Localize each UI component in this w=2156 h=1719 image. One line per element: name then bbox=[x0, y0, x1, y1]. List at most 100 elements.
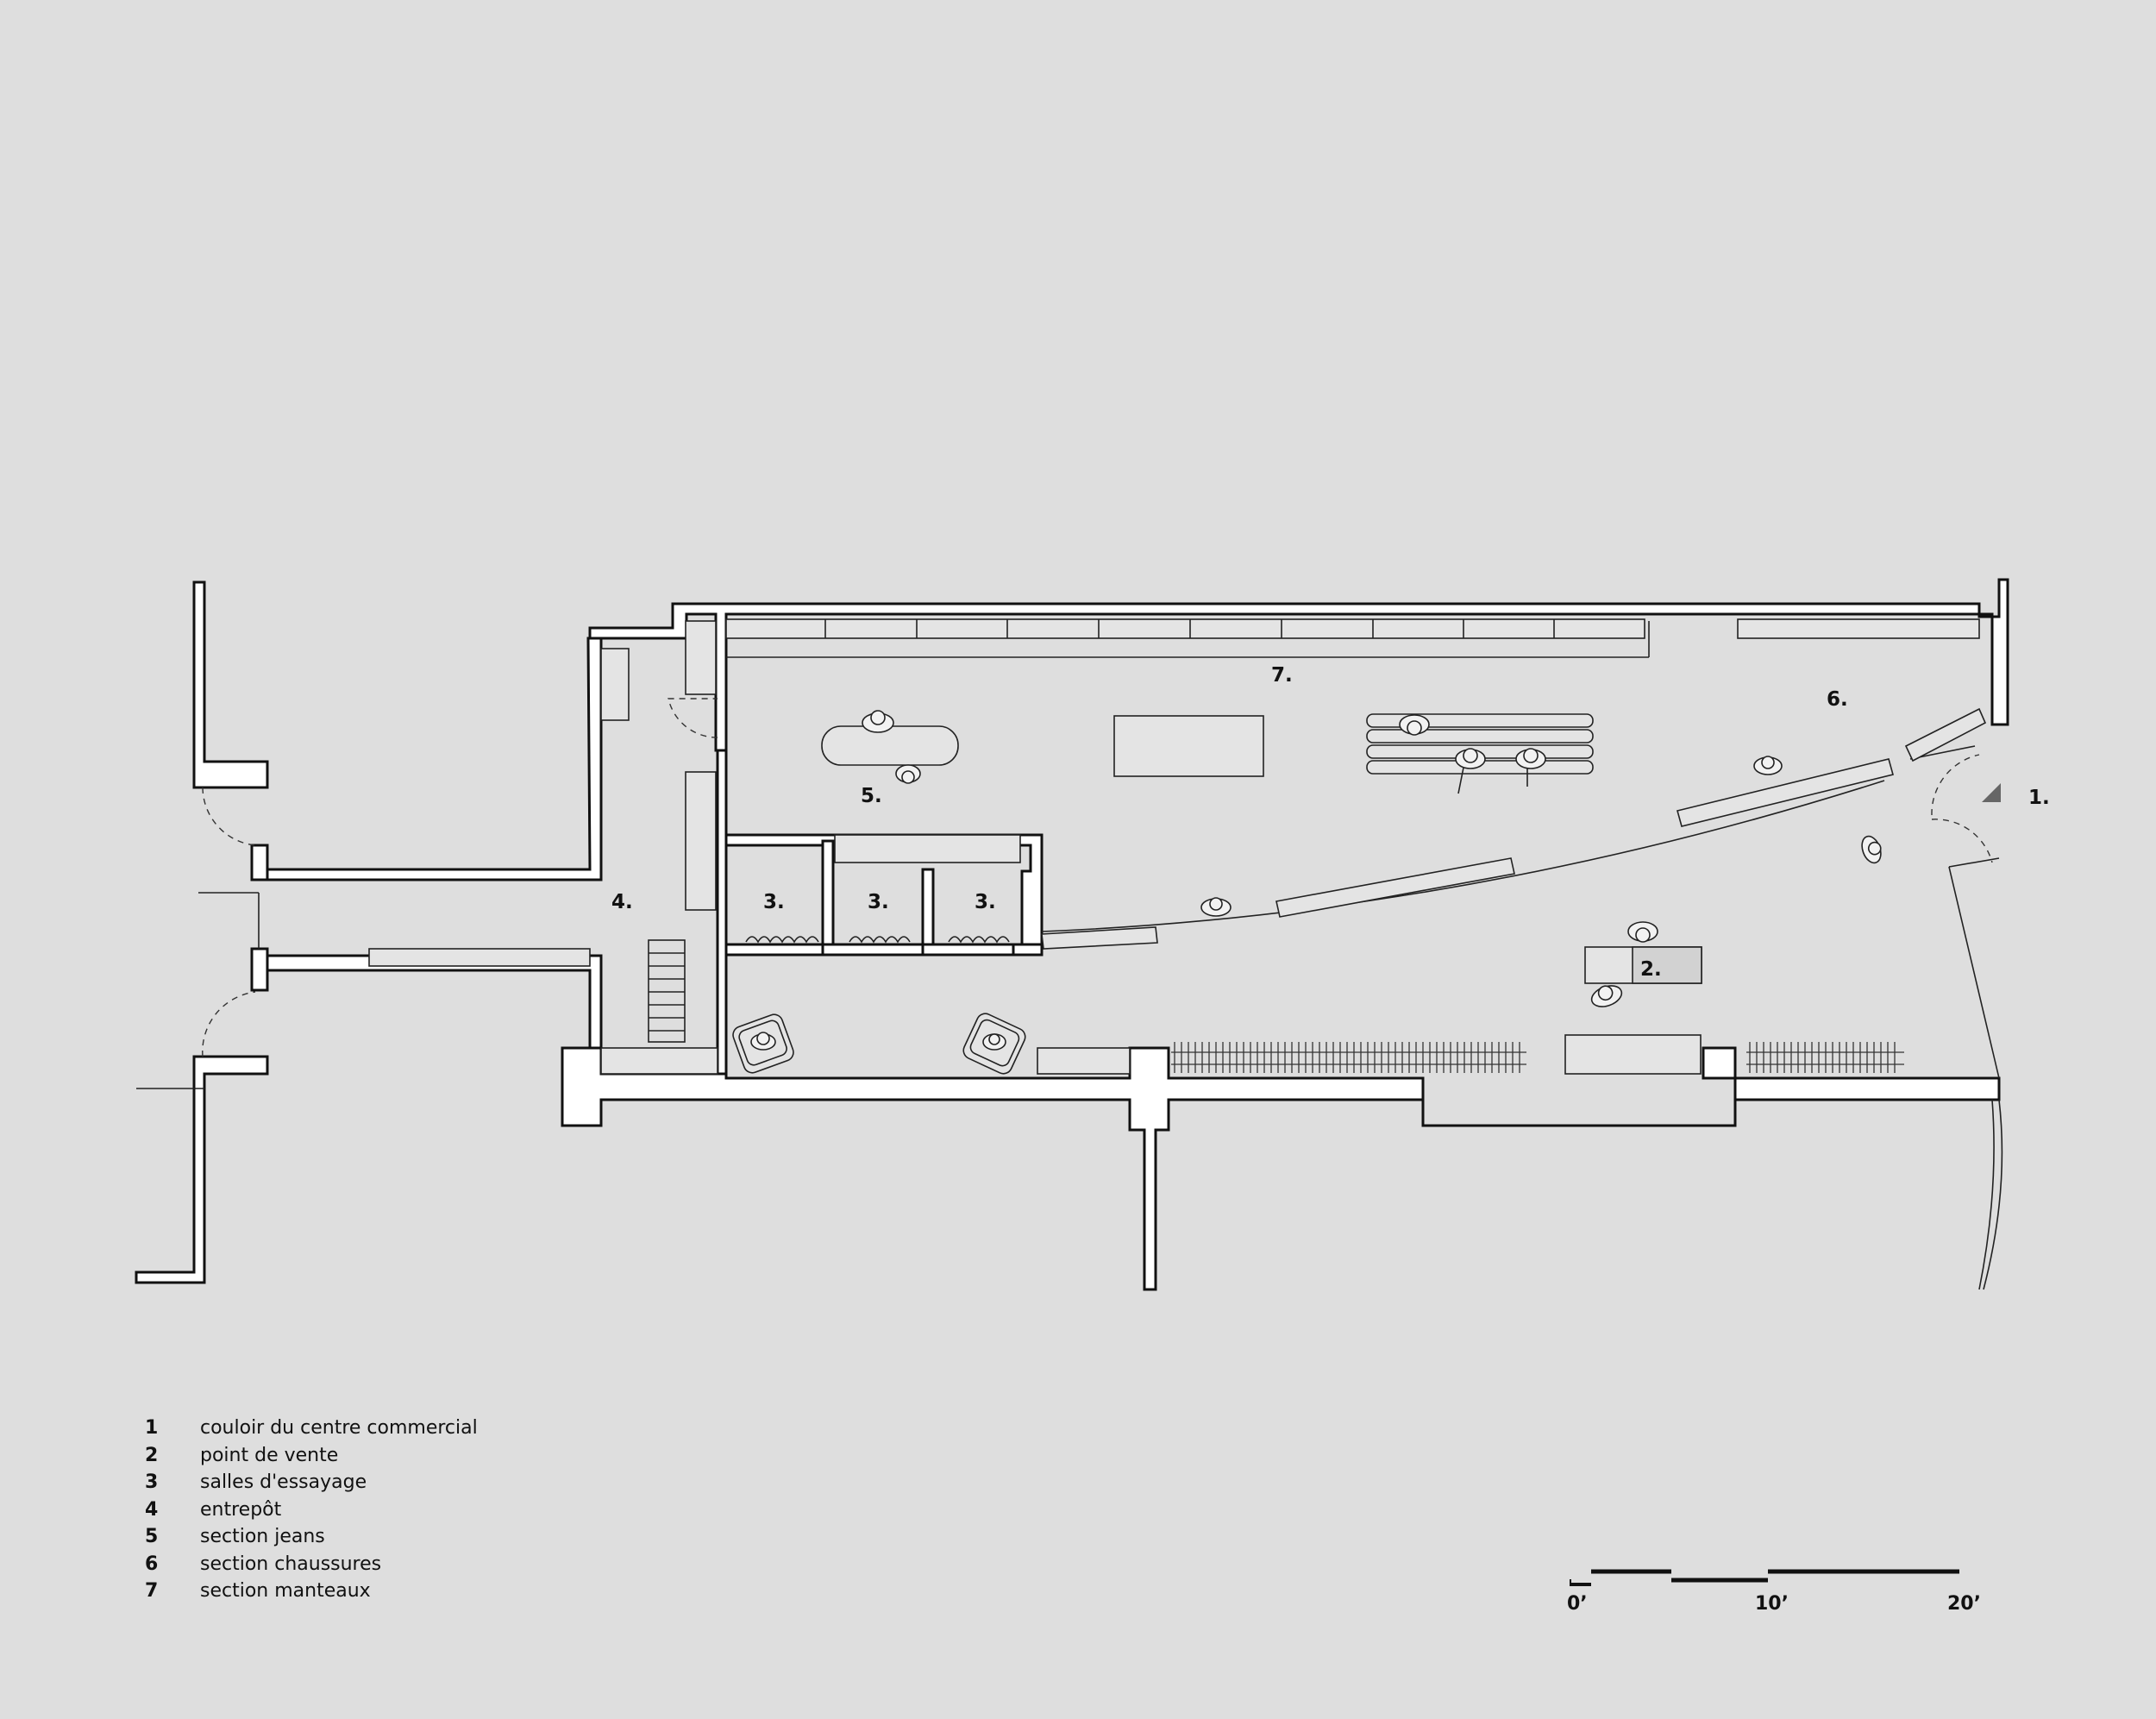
legend-label: section manteaux bbox=[200, 1580, 371, 1603]
legend-item: 2 point de vente bbox=[145, 1442, 478, 1470]
tag-fitting-room-c: 3. bbox=[975, 891, 996, 913]
doors bbox=[136, 698, 2003, 1290]
wall-fitting-divider bbox=[1012, 943, 1044, 957]
door-swing bbox=[202, 787, 256, 846]
wall-left-upper bbox=[192, 580, 269, 789]
tag-shoes: 6. bbox=[1827, 688, 1848, 711]
door-swing bbox=[202, 991, 256, 1057]
glass-storefront bbox=[1983, 1099, 2003, 1290]
person-icon bbox=[1861, 835, 1882, 864]
legend-label: couloir du centre commercial bbox=[200, 1417, 478, 1440]
shoe-display bbox=[1275, 857, 1515, 918]
wall-corridor-lower bbox=[266, 954, 603, 1050]
room-tags: 1. 2. 3. 3. 3. 4. 5. 6. 7. bbox=[611, 664, 2050, 981]
legend-label: section jeans bbox=[200, 1526, 325, 1548]
curtain bbox=[745, 936, 819, 944]
person-icon bbox=[750, 1032, 776, 1051]
scale-bar-graphic bbox=[1568, 1569, 1959, 1586]
person-icon bbox=[1590, 985, 1623, 1007]
wall-storage-partition bbox=[716, 749, 728, 1076]
curtain bbox=[948, 936, 1010, 944]
people bbox=[750, 710, 1882, 1051]
legend: 1 couloir du centre commercial 2 point de v… bbox=[145, 1415, 478, 1605]
person-icon bbox=[1753, 756, 1783, 775]
legend-number: 3 bbox=[145, 1471, 159, 1494]
walls bbox=[135, 578, 2009, 1291]
top-right-shelf bbox=[1737, 618, 1980, 639]
legend-number: 1 bbox=[145, 1417, 159, 1440]
corridor-shelf bbox=[368, 948, 591, 967]
furniture bbox=[368, 618, 2001, 1075]
legend-number: 2 bbox=[145, 1444, 159, 1466]
person-icon bbox=[862, 710, 894, 733]
curtain bbox=[849, 936, 911, 944]
rack-ticks bbox=[1174, 1042, 1896, 1073]
pos-counter-hatch bbox=[1632, 946, 1702, 984]
wall-fitting-divider bbox=[724, 943, 824, 957]
wall-fitting-divider bbox=[921, 943, 1025, 957]
legend-number: 5 bbox=[145, 1526, 159, 1548]
bottom-rack-1 bbox=[1171, 1051, 1526, 1065]
jamb bbox=[250, 947, 269, 992]
glass-storefront bbox=[1948, 866, 2000, 1079]
storage-shelf bbox=[600, 648, 630, 721]
wall-left-lower bbox=[135, 1055, 269, 1284]
person-icon bbox=[982, 1033, 1006, 1051]
door-swing bbox=[667, 698, 718, 738]
tag-storage: 4. bbox=[611, 891, 633, 913]
tag-point-of-sale: 2. bbox=[1640, 958, 1662, 981]
tag-jeans: 5. bbox=[861, 785, 882, 807]
shoe-wall-curve bbox=[1041, 780, 1885, 932]
person-icon bbox=[1399, 714, 1430, 736]
wall-storage-top bbox=[266, 637, 603, 881]
tag-corridor: 1. bbox=[2028, 787, 2050, 809]
storage-shelf bbox=[685, 620, 717, 695]
scale-label-20: 20’ bbox=[1947, 1593, 1981, 1615]
glass-storefront bbox=[1978, 1099, 1995, 1290]
entrance-arrow-icon bbox=[1982, 783, 2001, 802]
legend-item: 1 couloir du centre commercial bbox=[145, 1415, 478, 1442]
jeans-table bbox=[821, 725, 959, 766]
legend-label: entrepôt bbox=[200, 1498, 282, 1521]
tag-coats: 7. bbox=[1271, 664, 1293, 687]
stacked-table bbox=[1366, 729, 1594, 743]
wall-fitting-divider bbox=[921, 868, 935, 957]
wall-fitting-divider bbox=[821, 839, 835, 957]
tag-fitting-room-a: 3. bbox=[763, 891, 785, 913]
wall-fitting-divider bbox=[821, 943, 924, 957]
legend-item: 4 entrepôt bbox=[145, 1496, 478, 1524]
fitting-bench bbox=[834, 834, 1021, 863]
person-icon bbox=[1515, 748, 1546, 787]
back-counter bbox=[1564, 1034, 1702, 1075]
legend-label: salles d'essayage bbox=[200, 1471, 367, 1494]
storage-shelf bbox=[600, 1047, 718, 1075]
bench-bottom bbox=[1037, 1047, 1131, 1075]
person-icon bbox=[1200, 897, 1232, 917]
person-icon bbox=[1455, 748, 1486, 794]
scale-label-10: 10’ bbox=[1755, 1593, 1789, 1615]
storage-ladder bbox=[648, 939, 686, 1043]
storage-shelf bbox=[685, 771, 717, 911]
coat-rail bbox=[725, 618, 1645, 639]
scale-label-0: 0’ bbox=[1567, 1593, 1588, 1615]
door-swing bbox=[1931, 819, 1993, 863]
person-icon bbox=[895, 764, 921, 784]
display-table bbox=[1113, 715, 1264, 777]
shoe-display bbox=[1677, 758, 1894, 827]
legend-item: 5 section jeans bbox=[145, 1523, 478, 1551]
tag-fitting-room-b: 3. bbox=[868, 891, 889, 913]
wall-bottom bbox=[561, 1046, 2001, 1291]
legend-label: section chaussures bbox=[200, 1553, 382, 1575]
shoe-display bbox=[1904, 707, 1987, 762]
legend-number: 4 bbox=[145, 1498, 159, 1521]
legend-label: point de vente bbox=[200, 1444, 339, 1466]
shoe-display bbox=[1041, 926, 1158, 950]
legend-item: 3 salles d'essayage bbox=[145, 1469, 478, 1496]
scale-bar: 0’ 10’ 20’ bbox=[1567, 1565, 1981, 1615]
person-icon bbox=[1627, 921, 1658, 943]
door-leaf bbox=[1948, 857, 2000, 868]
door-swing bbox=[1931, 754, 1980, 816]
